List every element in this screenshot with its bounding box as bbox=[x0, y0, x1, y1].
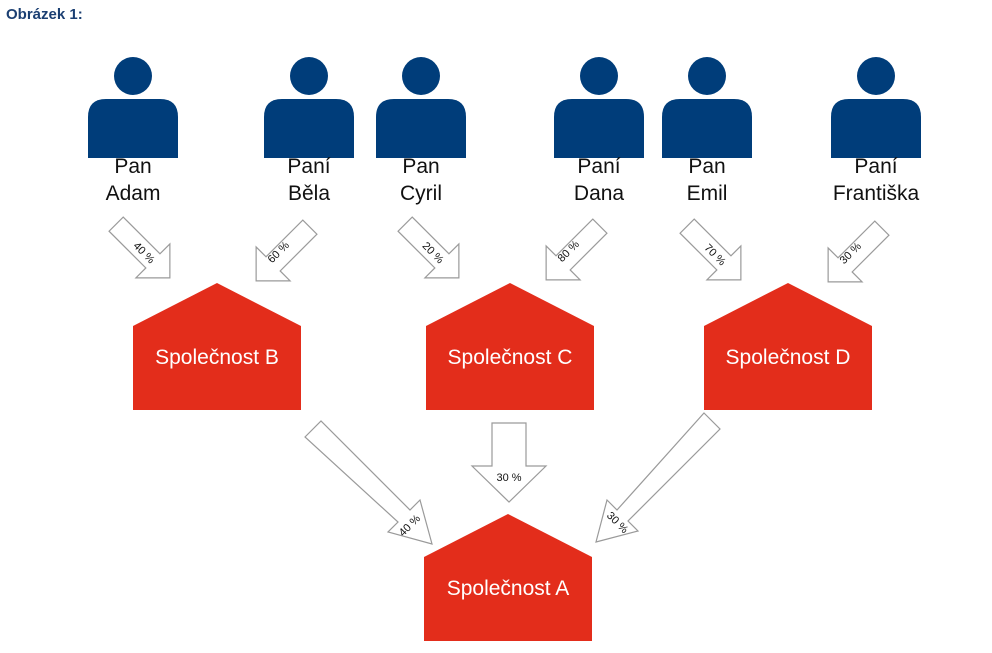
arrow-emil-to-d: 70 % bbox=[669, 208, 759, 298]
arrow-bela-to-b: 60 % bbox=[238, 209, 328, 299]
company-house-shape bbox=[426, 283, 594, 410]
company-label: Společnost D bbox=[726, 346, 851, 369]
figure-title: Obrázek 1: bbox=[6, 6, 83, 23]
company-house-shape bbox=[704, 283, 872, 410]
person-title: Pan bbox=[402, 155, 439, 178]
company-label: Společnost B bbox=[155, 346, 279, 369]
company-house-shape bbox=[133, 283, 301, 410]
person-name: Adam bbox=[106, 182, 161, 205]
arrow-d-to-a: 30 % bbox=[595, 412, 721, 543]
person-emil: Pan Emil bbox=[662, 57, 752, 205]
person-adam: Pan Adam bbox=[88, 57, 178, 205]
company-label: Společnost A bbox=[447, 577, 570, 600]
person-icon bbox=[662, 57, 752, 158]
person-title: Paní bbox=[287, 155, 330, 178]
person-icon bbox=[376, 57, 466, 158]
arrow-frantiska-to-d: 30 % bbox=[810, 210, 900, 300]
arrow-percent: 30 % bbox=[496, 472, 521, 484]
arrow-dana-to-c: 80 % bbox=[528, 208, 618, 298]
person-title: Pan bbox=[688, 155, 725, 178]
person-title: Paní bbox=[854, 155, 897, 178]
person-title: Paní bbox=[577, 155, 620, 178]
person-name: Dana bbox=[574, 182, 625, 205]
company-label: Společnost C bbox=[448, 346, 573, 369]
person-name: Běla bbox=[288, 182, 330, 205]
company-house-shape bbox=[424, 514, 592, 641]
arrow-b-to-a: 40 % bbox=[304, 420, 433, 545]
company-b: Společnost B bbox=[133, 283, 301, 410]
company-a: Společnost A bbox=[424, 514, 592, 641]
person-frantiska: Paní Františka bbox=[831, 57, 921, 205]
person-title: Pan bbox=[114, 155, 151, 178]
arrow-cyril-to-c: 20 % bbox=[387, 206, 477, 296]
person-icon bbox=[554, 57, 644, 158]
arrow-adam-to-b: 40 % bbox=[98, 206, 188, 296]
person-cyril: Pan Cyril bbox=[376, 57, 466, 205]
company-c: Společnost C bbox=[426, 283, 594, 410]
person-icon bbox=[264, 57, 354, 158]
company-d: Společnost D bbox=[704, 283, 872, 410]
person-name: Františka bbox=[833, 182, 920, 205]
arrow-c-to-a: 30 % bbox=[470, 422, 548, 503]
person-name: Emil bbox=[687, 182, 728, 205]
person-icon bbox=[88, 57, 178, 158]
person-icon bbox=[831, 57, 921, 158]
person-name: Cyril bbox=[400, 182, 442, 205]
person-dana: Paní Dana bbox=[554, 57, 644, 205]
person-bela: Paní Běla bbox=[264, 57, 354, 205]
